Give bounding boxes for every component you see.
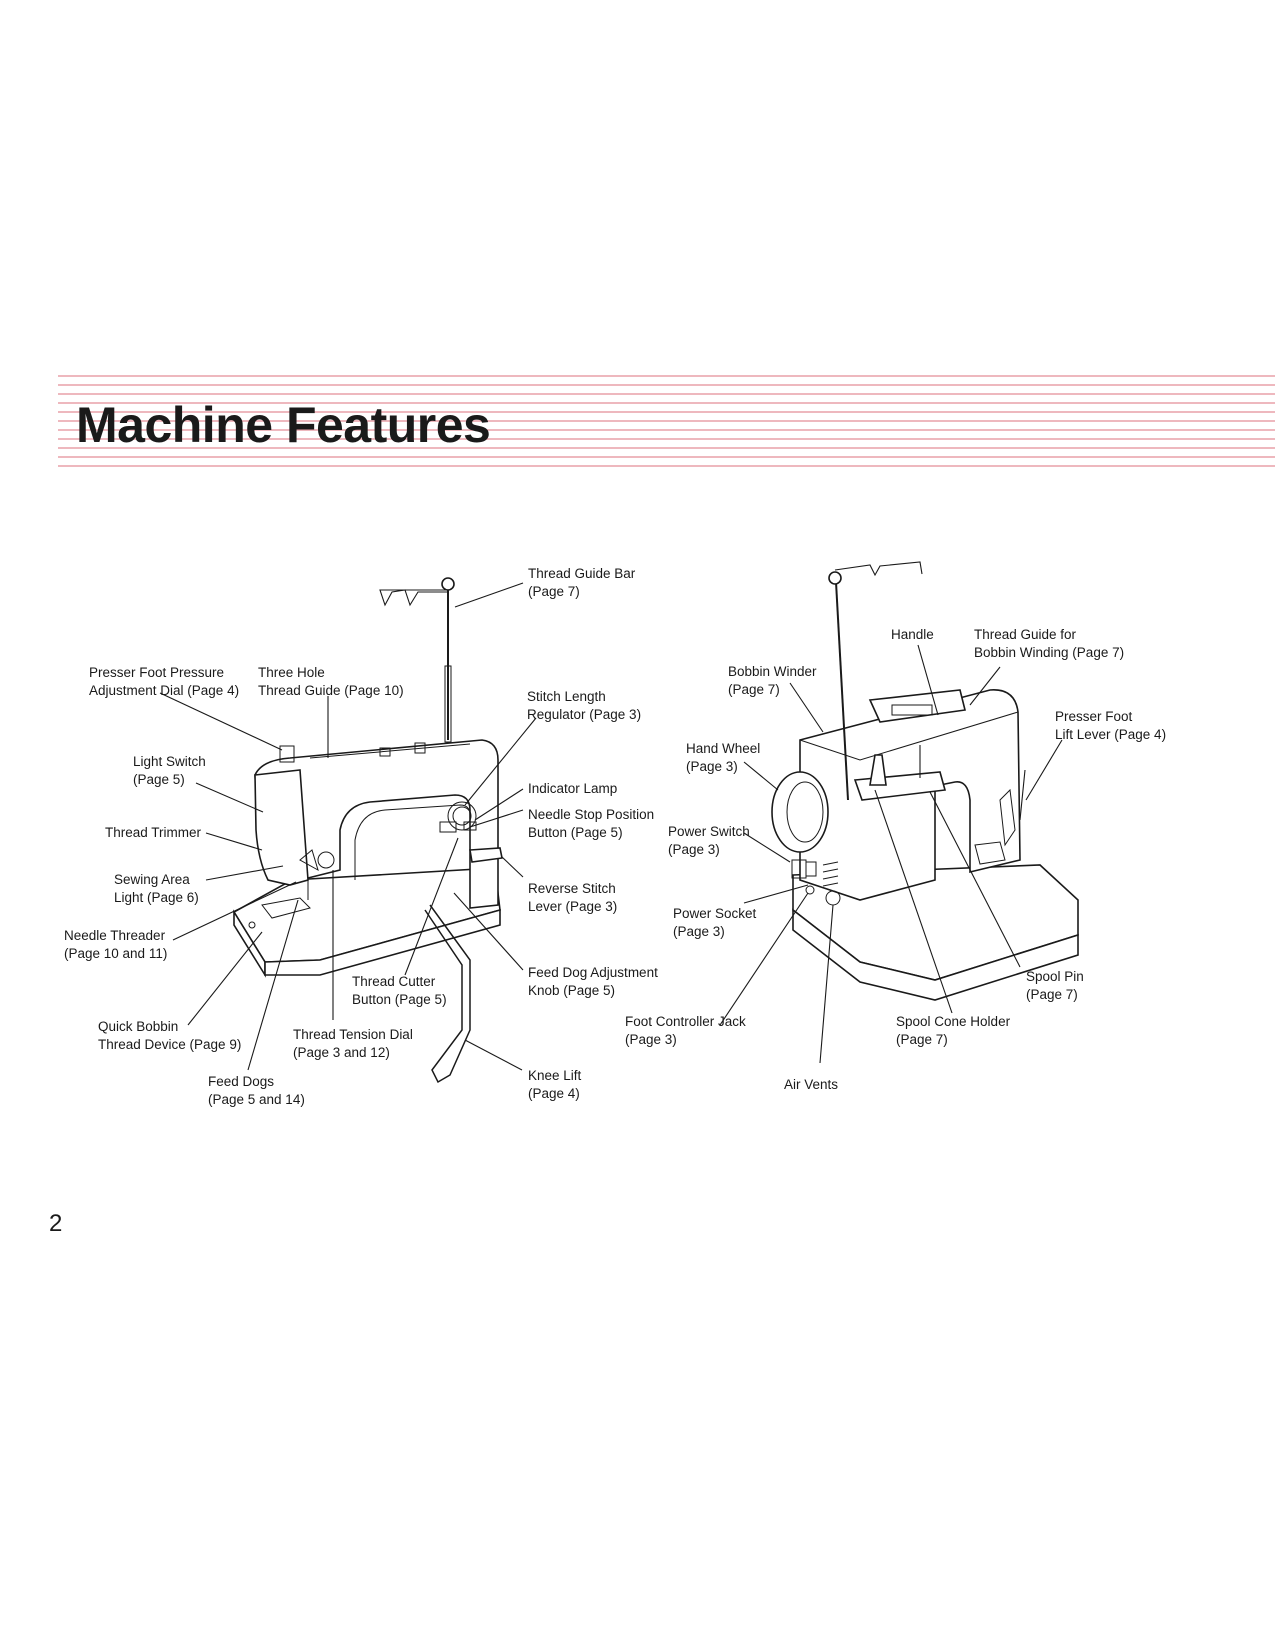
- back-leader-lines: [719, 644, 1063, 1064]
- label-air-vents: Air Vents: [784, 1077, 839, 1092]
- label-thread-guide-for-bobbin-winding: Thread Guide for Bobbin Winding (Page 7): [974, 627, 1125, 660]
- label-feed-dog-adjustment-knob: Feed Dog Adjustment Knob (Page 5): [528, 965, 658, 998]
- label-hand-wheel: Hand Wheel (Page 3): [686, 741, 761, 774]
- label-knee-lift: Knee Lift (Page 4): [528, 1068, 582, 1101]
- label-indicator-lamp: Indicator Lamp: [528, 781, 618, 796]
- label-needle-threader: Needle Threader (Page 10 and 11): [64, 928, 168, 961]
- label-presser-foot-lift-lever: Presser Foot Lift Lever (Page 4): [1055, 709, 1167, 742]
- label-foot-controller-jack: Foot Controller Jack (Page 3): [625, 1014, 746, 1047]
- label-feed-dogs: Feed Dogs (Page 5 and 14): [208, 1074, 305, 1107]
- front-machine-illustration: [232, 577, 503, 1084]
- page-number: 2: [49, 1210, 63, 1237]
- label-needle-stop-position-button: Needle Stop Position Button (Page 5): [528, 807, 655, 840]
- label-thread-trimmer: Thread Trimmer: [105, 825, 202, 840]
- front-leader-lines: [159, 582, 537, 1071]
- label-reverse-stitch-lever: Reverse Stitch Lever (Page 3): [528, 881, 618, 914]
- label-stitch-length-regulator: Stitch Length Regulator (Page 3): [527, 689, 642, 722]
- label-sewing-area-light: Sewing Area Light (Page 6): [114, 872, 199, 905]
- label-thread-tension-dial: Thread Tension Dial (Page 3 and 12): [293, 1027, 413, 1060]
- label-power-switch: Power Switch (Page 3): [668, 824, 750, 857]
- label-three-hole-thread-guide: Three Hole Thread Guide (Page 10): [258, 665, 404, 698]
- label-handle: Handle: [891, 627, 934, 642]
- label-spool-cone-holder: Spool Cone Holder (Page 7): [896, 1014, 1011, 1047]
- label-spool-pin: Spool Pin (Page 7): [1026, 969, 1084, 1002]
- back-machine-illustration: [771, 561, 1079, 1001]
- label-thread-guide-bar: Thread Guide Bar (Page 7): [528, 566, 636, 599]
- label-power-socket: Power Socket (Page 3): [673, 906, 757, 939]
- label-light-switch: Light Switch (Page 5): [133, 754, 206, 787]
- label-quick-bobbin-thread-device: Quick Bobbin Thread Device (Page 9): [98, 1019, 242, 1052]
- label-bobbin-winder: Bobbin Winder (Page 7): [728, 664, 817, 697]
- header-stripes: [58, 375, 1275, 467]
- page-title: Machine Features: [76, 397, 491, 453]
- label-thread-cutter-button: Thread Cutter Button (Page 5): [352, 974, 447, 1007]
- label-presser-foot-pressure-adjustment-dial: Presser Foot Pressure Adjustment Dial (P…: [89, 665, 240, 698]
